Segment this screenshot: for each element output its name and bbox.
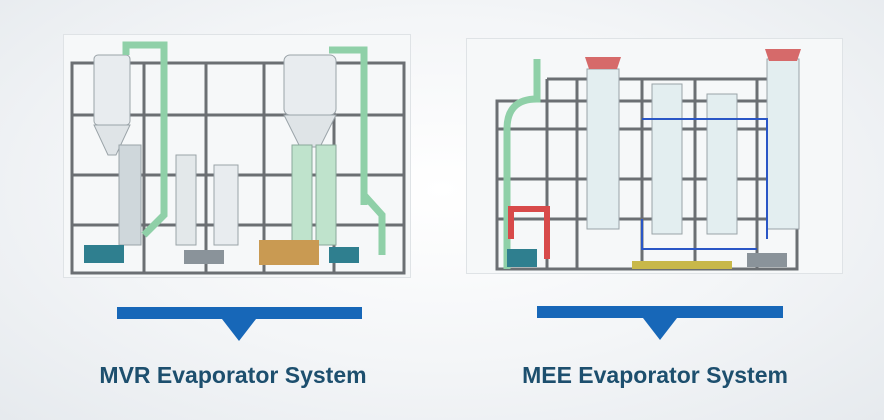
mvr-accent-bar bbox=[117, 307, 362, 319]
mvr-equipment-image bbox=[63, 34, 411, 278]
mee-equipment-image bbox=[466, 38, 843, 274]
mvr-pointer-arrow bbox=[222, 319, 256, 341]
mee-caption: MEE Evaporator System bbox=[522, 362, 788, 388]
mvr-illustration bbox=[64, 35, 410, 277]
mvr-caption: MVR Evaporator System bbox=[99, 362, 367, 388]
mee-accent-bar bbox=[537, 306, 783, 318]
mee-illustration bbox=[467, 39, 842, 273]
mee-pointer-arrow bbox=[643, 318, 677, 340]
